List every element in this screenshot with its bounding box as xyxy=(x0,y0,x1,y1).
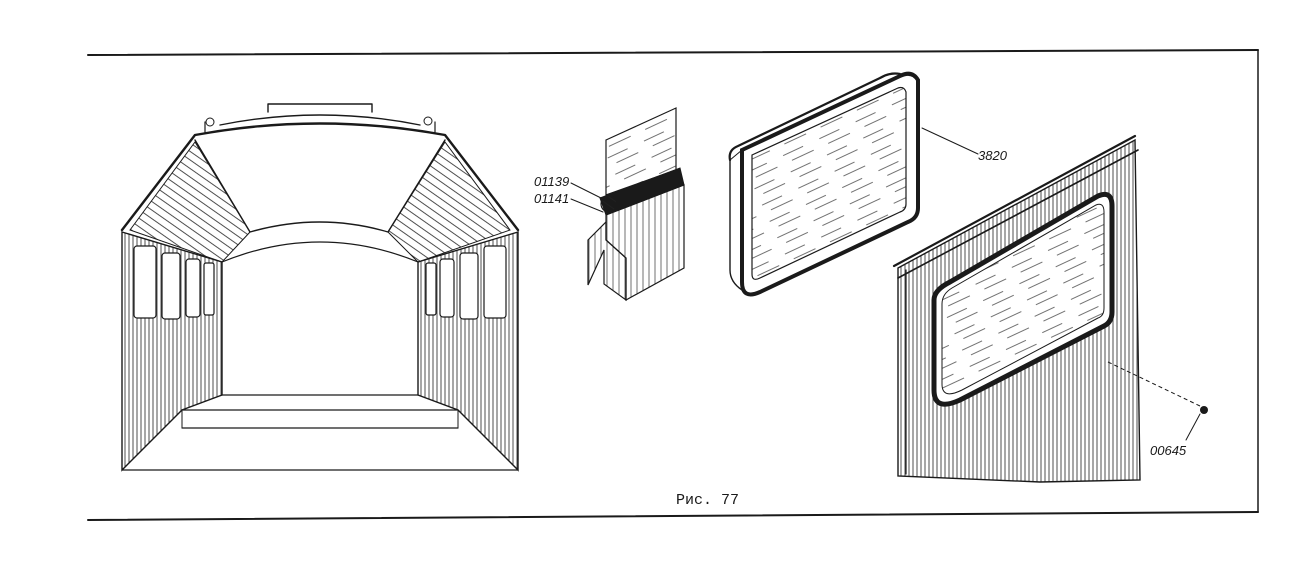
label-00645: 00645 xyxy=(1150,443,1187,458)
wagon-interior-drawing xyxy=(120,103,520,472)
figure-caption: Рис. 77 xyxy=(676,492,739,509)
figure-frame xyxy=(87,49,1259,521)
wall-panel-drawing: 00645 xyxy=(892,134,1208,483)
label-01139: 01139 xyxy=(534,174,569,189)
label-3820: 3820 xyxy=(978,148,1008,163)
glass-pane-drawing: 3820 xyxy=(728,71,1008,297)
gasket-section-drawing: 01139 01141 xyxy=(534,107,685,302)
label-01141: 01141 xyxy=(534,191,569,206)
